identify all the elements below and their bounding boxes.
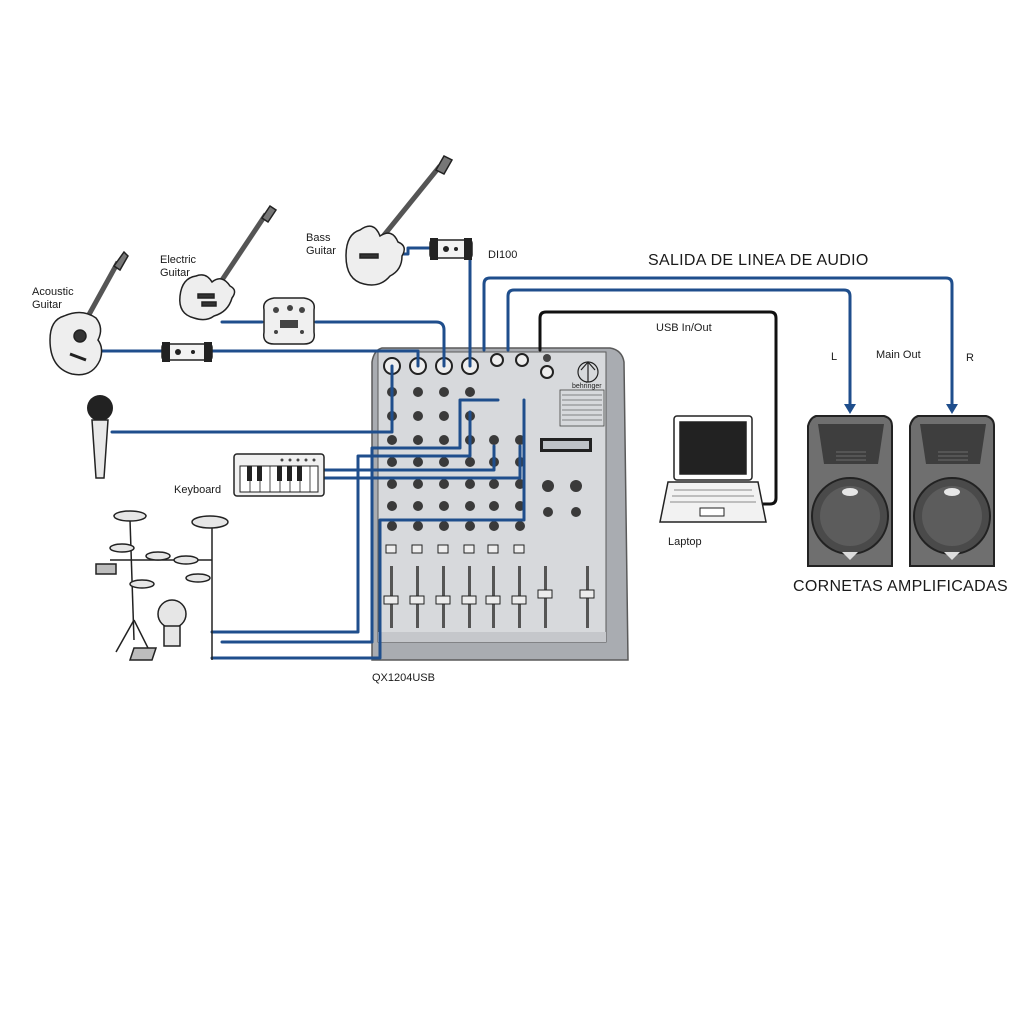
laptop-icon	[659, 415, 767, 523]
acoustic-guitar-icon	[49, 250, 129, 376]
mixer-channel-strips	[383, 353, 605, 628]
speaker-right-icon	[909, 415, 995, 567]
output-cables	[482, 276, 954, 506]
mixer-brand: behringer	[572, 383, 602, 390]
speakers-title: CORNETAS AMPLIFICADAS	[793, 578, 1008, 595]
keyboard-icon	[233, 453, 325, 497]
bass-guitar-icon	[345, 155, 454, 286]
bass-guitar-label-line2: Guitar	[306, 245, 336, 257]
mixer: behringer	[371, 347, 629, 661]
input-cables	[94, 246, 526, 660]
acoustic-guitar-label-line1: Acoustic	[32, 286, 74, 298]
electronic-drum-kit-icon	[95, 510, 229, 661]
acoustic-guitar-label: Acoustic Guitar	[32, 286, 74, 312]
faders	[383, 566, 595, 628]
electric-guitar-label: Electric Guitar	[160, 254, 196, 280]
bass-guitar-label-line1: Bass	[306, 232, 331, 244]
electric-guitar-icon	[179, 204, 278, 321]
di100-box	[429, 238, 473, 260]
speaker-left-icon	[807, 415, 893, 567]
guitar-effects-pedal	[262, 297, 316, 345]
electric-guitar-label-line2: Guitar	[160, 267, 190, 279]
electric-guitar-label-line1: Electric	[160, 254, 197, 266]
keyboard-label: Keyboard	[174, 484, 222, 496]
di100-label: DI100	[488, 249, 518, 261]
usb-label: USB In/Out	[656, 322, 712, 334]
main-out-label: Main Out	[876, 349, 921, 361]
acoustic-guitar-label-line2: Guitar	[32, 299, 62, 311]
line-out-title: SALIDA DE LINEA DE AUDIO	[648, 252, 869, 269]
arrowheads	[844, 404, 958, 414]
bass-guitar-label: Bass Guitar	[306, 232, 336, 258]
mixer-model-label: QX1204USB	[372, 672, 435, 684]
laptop-label: Laptop	[668, 536, 702, 548]
di-box-acoustic	[161, 342, 213, 362]
microphone-icon	[87, 395, 113, 479]
right-channel-label: R	[966, 352, 974, 364]
left-channel-label: L	[831, 351, 838, 363]
